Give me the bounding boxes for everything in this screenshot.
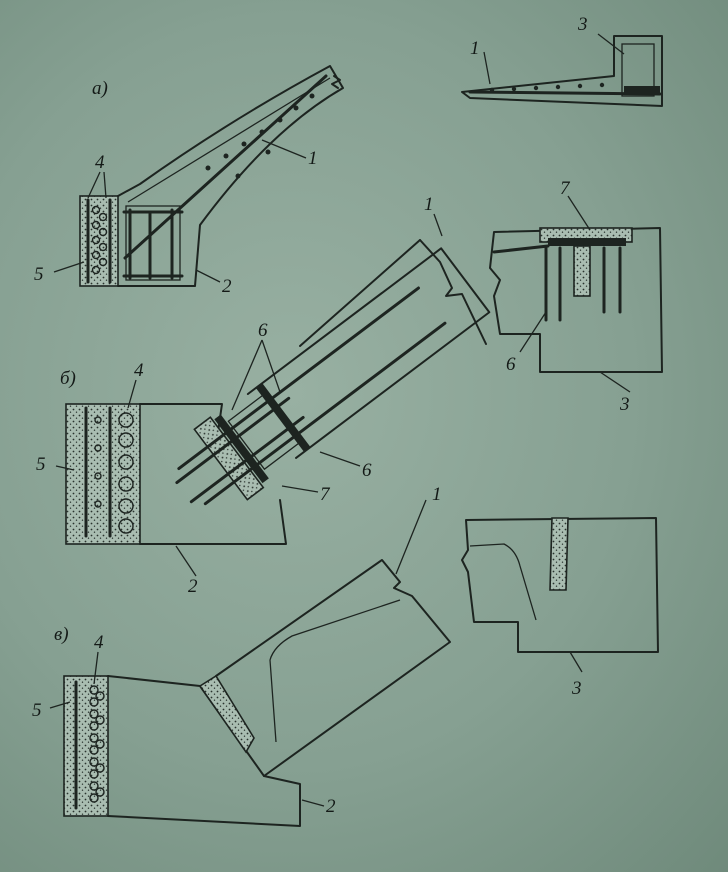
beam-cage-a (125, 205, 181, 281)
detail-v: в) 1 4 5 2 (32, 484, 451, 827)
label-4-v: 4 (94, 632, 104, 653)
inset-v: 3 (461, 517, 659, 699)
label-3-inset-v: 3 (571, 678, 582, 699)
rib-b (175, 247, 491, 506)
inset-b-filler (573, 245, 591, 297)
label-3-top: 3 (577, 14, 588, 35)
slab-outline (461, 35, 663, 107)
column-ducts-b (94, 412, 134, 534)
label-1-a: 1 (308, 148, 318, 169)
label-4-a: 4 (95, 152, 105, 173)
beam-outline-v (107, 675, 301, 827)
label-5-v: 5 (32, 700, 42, 721)
break-mark-b (419, 239, 487, 345)
section-label-b: б) (60, 368, 76, 389)
inset-v-filler (549, 517, 569, 591)
rib-outline-v (215, 559, 451, 777)
column-rebars-a (86, 198, 112, 284)
joint-filler-b (193, 416, 265, 501)
label-3-inset-b: 3 (619, 394, 630, 415)
label-2-b: 2 (188, 576, 198, 597)
hollow-box (621, 43, 655, 97)
label-4-b: 4 (134, 360, 144, 381)
inset-v-inner (469, 543, 537, 621)
label-1-v: 1 (432, 484, 442, 505)
inset-v-outline (461, 517, 659, 653)
rib-outline-b (246, 247, 491, 459)
label-5-a: 5 (34, 264, 44, 285)
joint-filler-v (198, 674, 255, 754)
label-7-b: 7 (320, 484, 331, 505)
label-5-b: 5 (36, 454, 46, 475)
rib-rebar-dots-a (205, 93, 315, 179)
label-2-v: 2 (326, 796, 336, 817)
inset-b: 7 6 3 (489, 178, 663, 415)
detail-a: а) (34, 65, 344, 297)
beam-and-rib-outline-a (117, 65, 344, 287)
column-block-b (65, 403, 141, 545)
label-6-b: 6 (258, 320, 268, 341)
section-label-a: а) (92, 78, 108, 99)
break-mark-a (331, 75, 341, 89)
label-2-a: 2 (222, 276, 232, 297)
section-label-v: в) (54, 624, 69, 645)
column-rebars-v (89, 685, 105, 803)
label-6-inset: 6 (506, 354, 516, 375)
label-6b-b: 6 (362, 460, 372, 481)
detail-b: б) 6 (36, 194, 491, 597)
label-1-b: 1 (424, 194, 434, 215)
inset-b-outline (489, 227, 663, 373)
label-1-top: 1 (470, 38, 480, 59)
rib-inner-line-v (269, 599, 401, 743)
rib-rebar-a (123, 74, 328, 260)
slab-rebar-dots (489, 82, 605, 93)
label-7-inset: 7 (560, 178, 571, 199)
section-top-right: 1 3 (461, 14, 663, 107)
